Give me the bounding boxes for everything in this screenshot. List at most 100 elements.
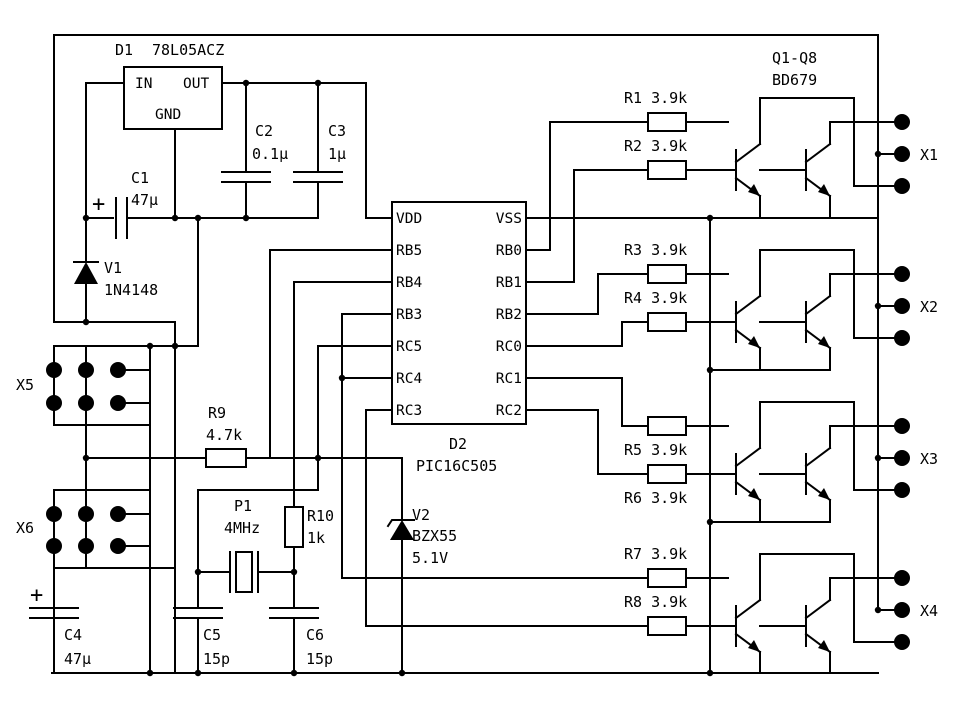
svg-text:R10: R10 xyxy=(307,507,334,525)
d2-pin-rb5: RB5 xyxy=(396,243,422,259)
connector-label: X1 xyxy=(920,146,938,164)
svg-text:47µ: 47µ xyxy=(131,191,158,209)
resistor-r2: R2 3.9k xyxy=(624,137,729,180)
connector-label: X3 xyxy=(920,450,938,468)
svg-text:OUT: OUT xyxy=(183,76,209,92)
transistor-q2 xyxy=(804,142,832,198)
output-connector-x2: X2 xyxy=(874,266,938,346)
d2-pin-rc3: RC3 xyxy=(396,403,422,419)
resistor-label: R2 3.9k xyxy=(624,137,687,155)
svg-text:GND: GND xyxy=(155,107,181,123)
svg-text:C2: C2 xyxy=(255,122,273,140)
capacitor-c5: C5 15p xyxy=(173,607,230,674)
connector-label: X2 xyxy=(920,298,938,316)
svg-text:C3: C3 xyxy=(328,122,346,140)
d2-pin-rb4: RB4 xyxy=(396,275,422,291)
d2-pin-rb2: RB2 xyxy=(496,307,522,323)
resistor-r10: R10 1k xyxy=(284,506,334,548)
d2-pin-vss: VSS xyxy=(496,211,522,227)
transistors-q1-q8 xyxy=(709,97,903,674)
darlington-pair-1 xyxy=(709,97,903,219)
q-ref: Q1-Q8 xyxy=(772,49,817,67)
resistor-r1: R1 3.9k xyxy=(624,89,729,132)
resistor-r9: R9 4.7k xyxy=(205,404,247,468)
svg-text:1k: 1k xyxy=(307,529,325,547)
resistors-r1-r8: R1 3.9k R2 3.9k R3 3.9k R4 3.9k R5 3.9k R6 3.… xyxy=(624,89,729,636)
d2-pin-rc1: RC1 xyxy=(496,371,522,387)
svg-text:4.7k: 4.7k xyxy=(206,426,242,444)
svg-text:C4: C4 xyxy=(64,626,82,644)
svg-text:V2: V2 xyxy=(412,506,430,524)
resistor-r8: R8 3.9k xyxy=(624,593,729,636)
capacitor-c4: + C4 47µ xyxy=(29,583,91,668)
svg-text:BZX55: BZX55 xyxy=(412,527,457,545)
transistor-q3 xyxy=(734,294,762,350)
transistor-q8 xyxy=(804,598,832,654)
capacitor-c1: + C1 47µ xyxy=(92,169,158,239)
resistor-label: R5 3.9k xyxy=(624,441,687,459)
zener-diode-v2: V2 BZX55 5.1V xyxy=(386,506,457,674)
output-connector-x3: X3 xyxy=(874,418,938,498)
svg-text:1N4148: 1N4148 xyxy=(104,281,158,299)
svg-text:IN: IN xyxy=(135,76,152,92)
resistor-r5: R5 3.9k xyxy=(624,416,729,459)
output-connector-x1: X1 xyxy=(874,114,938,194)
resistor-label: R4 3.9k xyxy=(624,289,687,307)
d1-value: 78L05ACZ xyxy=(152,41,224,59)
svg-text:+: + xyxy=(30,583,43,608)
d2-pin-rc2: RC2 xyxy=(496,403,522,419)
resistor-label: R3 3.9k xyxy=(624,241,687,259)
svg-text:R9: R9 xyxy=(208,404,226,422)
svg-text:5.1V: 5.1V xyxy=(412,549,448,567)
darlington-pair-4 xyxy=(709,553,903,674)
svg-text:C1: C1 xyxy=(131,169,149,187)
capacitor-c3: C3 1µ xyxy=(293,82,346,219)
svg-text:15p: 15p xyxy=(203,650,230,668)
svg-text:1µ: 1µ xyxy=(328,145,346,163)
regulator-d1: IN OUT GND D1 78L05ACZ xyxy=(115,41,224,130)
d2-pin-rc5: RC5 xyxy=(396,339,422,355)
transistor-q6 xyxy=(804,446,832,502)
d2-pin-rb0: RB0 xyxy=(496,243,522,259)
resistor-label: R8 3.9k xyxy=(624,593,687,611)
transistor-q4 xyxy=(804,294,832,350)
d2-pin-rc4: RC4 xyxy=(396,371,422,387)
svg-text:PIC16C505: PIC16C505 xyxy=(416,457,497,475)
output-connector-x4: X4 xyxy=(874,570,938,650)
connector-label: X4 xyxy=(920,602,938,620)
svg-text:V1: V1 xyxy=(104,259,122,277)
darlington-pair-2 xyxy=(709,249,903,371)
svg-text:15p: 15p xyxy=(306,650,333,668)
svg-text:0.1µ: 0.1µ xyxy=(252,145,288,163)
resistor-r4: R4 3.9k xyxy=(624,289,729,332)
transistor-q5 xyxy=(734,446,762,502)
capacitor-c2: C2 0.1µ xyxy=(221,82,288,219)
d1-ref: D1 xyxy=(115,41,133,59)
resistor-r6: R6 3.9k xyxy=(624,464,729,507)
connector-x5: X5 xyxy=(16,345,151,426)
svg-text:47µ: 47µ xyxy=(64,650,91,668)
svg-text:D2: D2 xyxy=(449,435,467,453)
d2-pin-rb1: RB1 xyxy=(496,275,522,291)
resistor-label: R1 3.9k xyxy=(624,89,687,107)
d2-pin-vdd: VDD xyxy=(396,211,422,227)
connector-x6: X6 xyxy=(16,489,176,569)
capacitor-c6: C6 15p xyxy=(269,607,333,674)
resistor-r7: R7 3.9k xyxy=(624,545,729,588)
resistor-r3: R3 3.9k xyxy=(624,241,729,284)
crystal-p1: P1 4MHz xyxy=(197,457,319,609)
darlington-pair-3 xyxy=(709,401,903,523)
svg-text:X6: X6 xyxy=(16,519,34,537)
svg-text:C6: C6 xyxy=(306,626,324,644)
d2-pin-rb3: RB3 xyxy=(396,307,422,323)
svg-text:+: + xyxy=(92,192,105,217)
transistor-q7 xyxy=(734,598,762,654)
svg-text:X5: X5 xyxy=(16,376,34,394)
junction-dots xyxy=(82,79,714,677)
q-value: BD679 xyxy=(772,71,817,89)
